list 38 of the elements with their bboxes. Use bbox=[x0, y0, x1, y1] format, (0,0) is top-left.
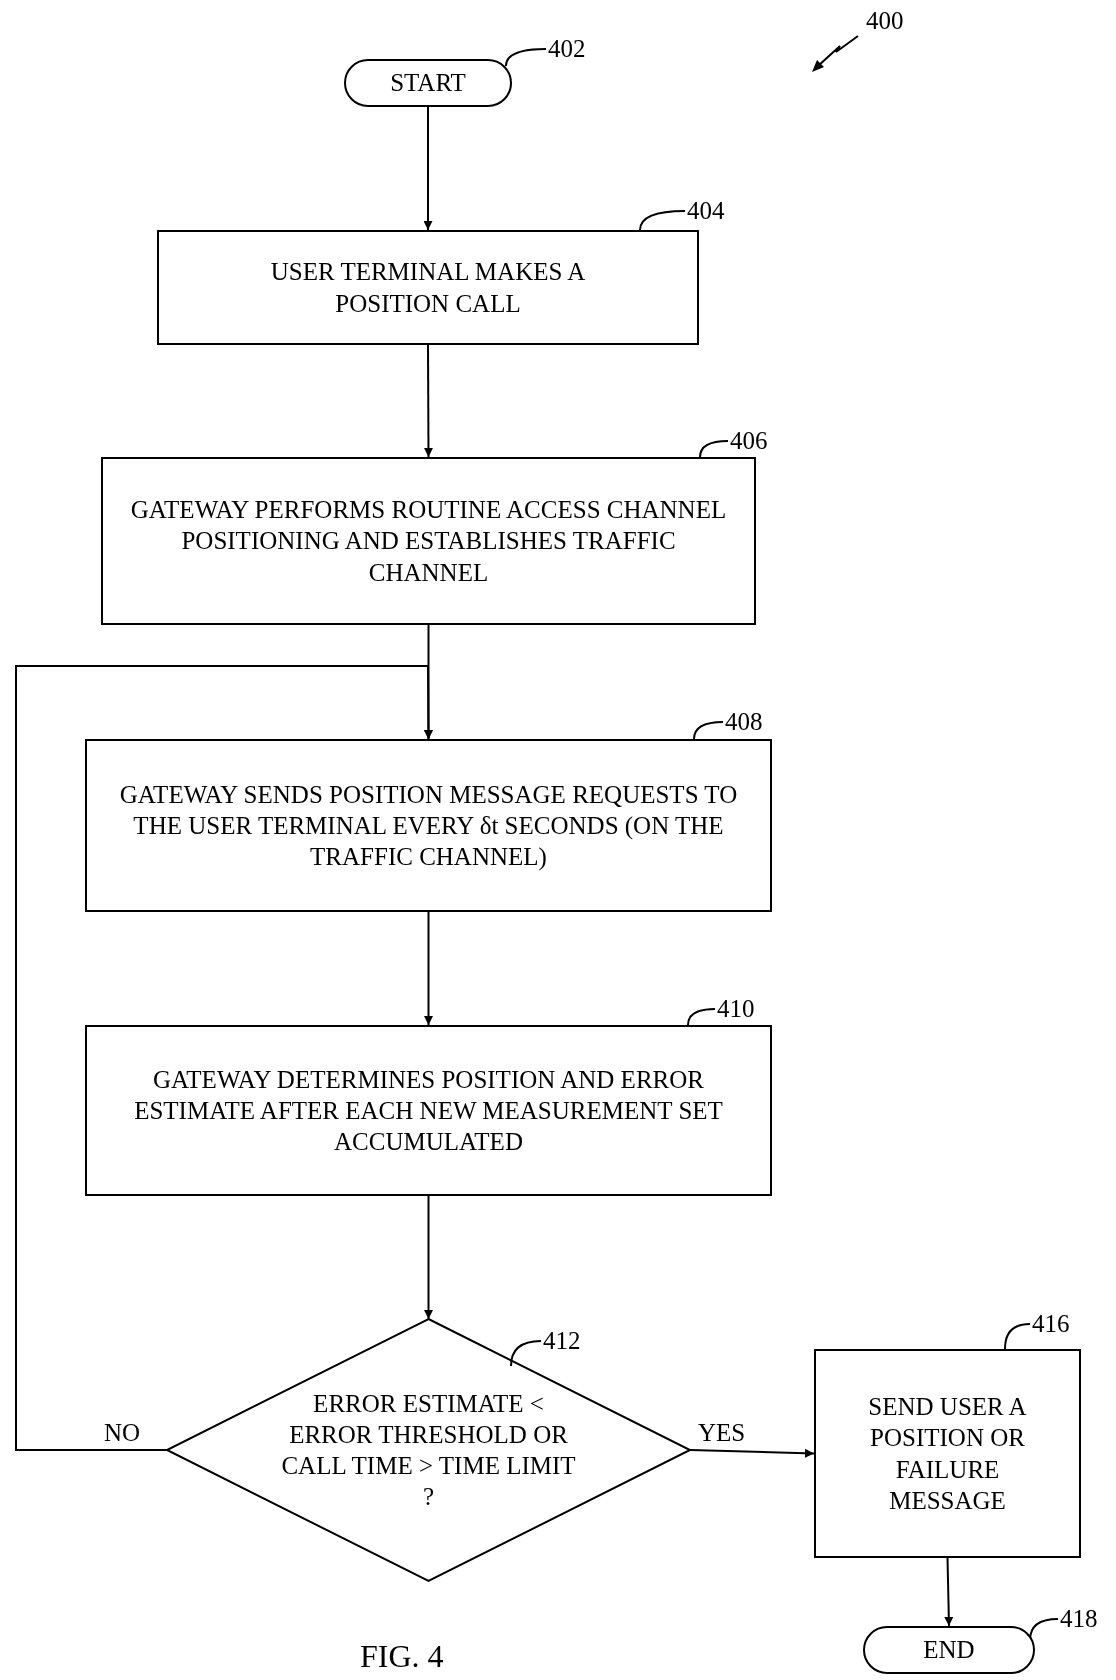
leader-line bbox=[505, 48, 547, 67]
arrow bbox=[424, 911, 433, 1026]
reference-numeral: 416 bbox=[1032, 1311, 1070, 1336]
leader-line bbox=[1004, 1323, 1031, 1350]
arrow bbox=[689, 1448, 815, 1458]
leader-line bbox=[639, 210, 686, 231]
leader-line bbox=[687, 1008, 716, 1026]
leader-line bbox=[693, 721, 724, 740]
arrow bbox=[15, 665, 433, 1451]
process-box bbox=[814, 1349, 1081, 1558]
reference-numeral: 402 bbox=[548, 36, 586, 61]
reference-numeral: 408 bbox=[725, 709, 763, 734]
step-text: GATEWAY SENDS POSITION MESSAGE REQUESTS TO THE USER TERMINAL EVERY δt SECONDS (ON THE TRAFFIC CHANNEL) bbox=[118, 779, 739, 873]
process-box bbox=[85, 739, 772, 912]
step-text: USER TERMINAL MAKES A POSITION CALL bbox=[269, 257, 587, 319]
figure-caption: FIG. 4 bbox=[360, 1640, 444, 1672]
leader-line bbox=[699, 440, 729, 458]
reference-numeral: 410 bbox=[717, 996, 755, 1021]
step-text: SEND USER A POSITION OR FAILURE MESSAGE bbox=[867, 1392, 1028, 1516]
process-box bbox=[85, 1025, 772, 1196]
arrow bbox=[424, 1195, 433, 1320]
arrow bbox=[944, 1557, 954, 1627]
leader-line bbox=[510, 1340, 542, 1367]
reference-numeral: 418 bbox=[1060, 1606, 1098, 1631]
arrow bbox=[423, 344, 433, 458]
step-text: GATEWAY PERFORMS ROUTINE ACCESS CHANNEL POSITIONING AND ESTABLISHES TRAFFIC CHANNEL bbox=[129, 495, 728, 588]
step-text: GATEWAY DETERMINES POSITION AND ERROR ESTIMATE AFTER EACH NEW MEASUREMENT SET ACCUMULATED bbox=[133, 1064, 724, 1158]
reference-numeral: 406 bbox=[730, 428, 768, 453]
step-text: END bbox=[923, 1635, 975, 1666]
process-box bbox=[157, 230, 699, 345]
process-box bbox=[101, 457, 756, 625]
step-text: START bbox=[390, 68, 466, 99]
reference-numeral: 404 bbox=[687, 198, 725, 223]
decision-text: ERROR ESTIMATE < ERROR THRESHOLD OR CALL TIME > TIME LIMIT ? bbox=[280, 1388, 577, 1513]
arrow bbox=[423, 106, 433, 231]
reference-numeral: 412 bbox=[543, 1328, 581, 1353]
reference-numeral: 400 bbox=[866, 8, 904, 33]
decision-diamond bbox=[164, 1317, 693, 1583]
